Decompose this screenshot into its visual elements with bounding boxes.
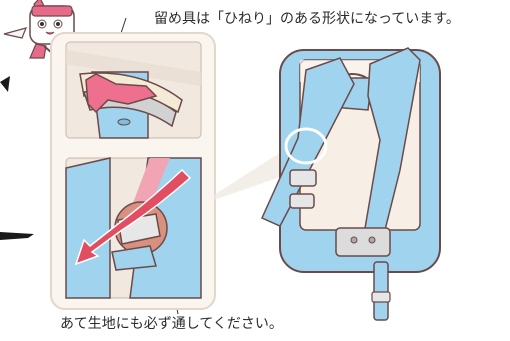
edge-mark-bottom xyxy=(0,232,34,240)
threading-arrow xyxy=(74,168,192,266)
strap-left xyxy=(261,57,355,227)
zoom-connector xyxy=(214,140,300,200)
inset-threading xyxy=(65,157,202,299)
zoom-callout-panel xyxy=(50,32,216,310)
edge-mark-top xyxy=(0,76,10,92)
backpack-illustration xyxy=(261,47,441,321)
caption-buckle-shape: 留め具は「ひねり」のある形状になっています。 xyxy=(154,11,460,27)
caption-thread-lining: あて生地にも必ず通してください。 xyxy=(60,316,283,332)
inset-buckle xyxy=(65,41,202,139)
